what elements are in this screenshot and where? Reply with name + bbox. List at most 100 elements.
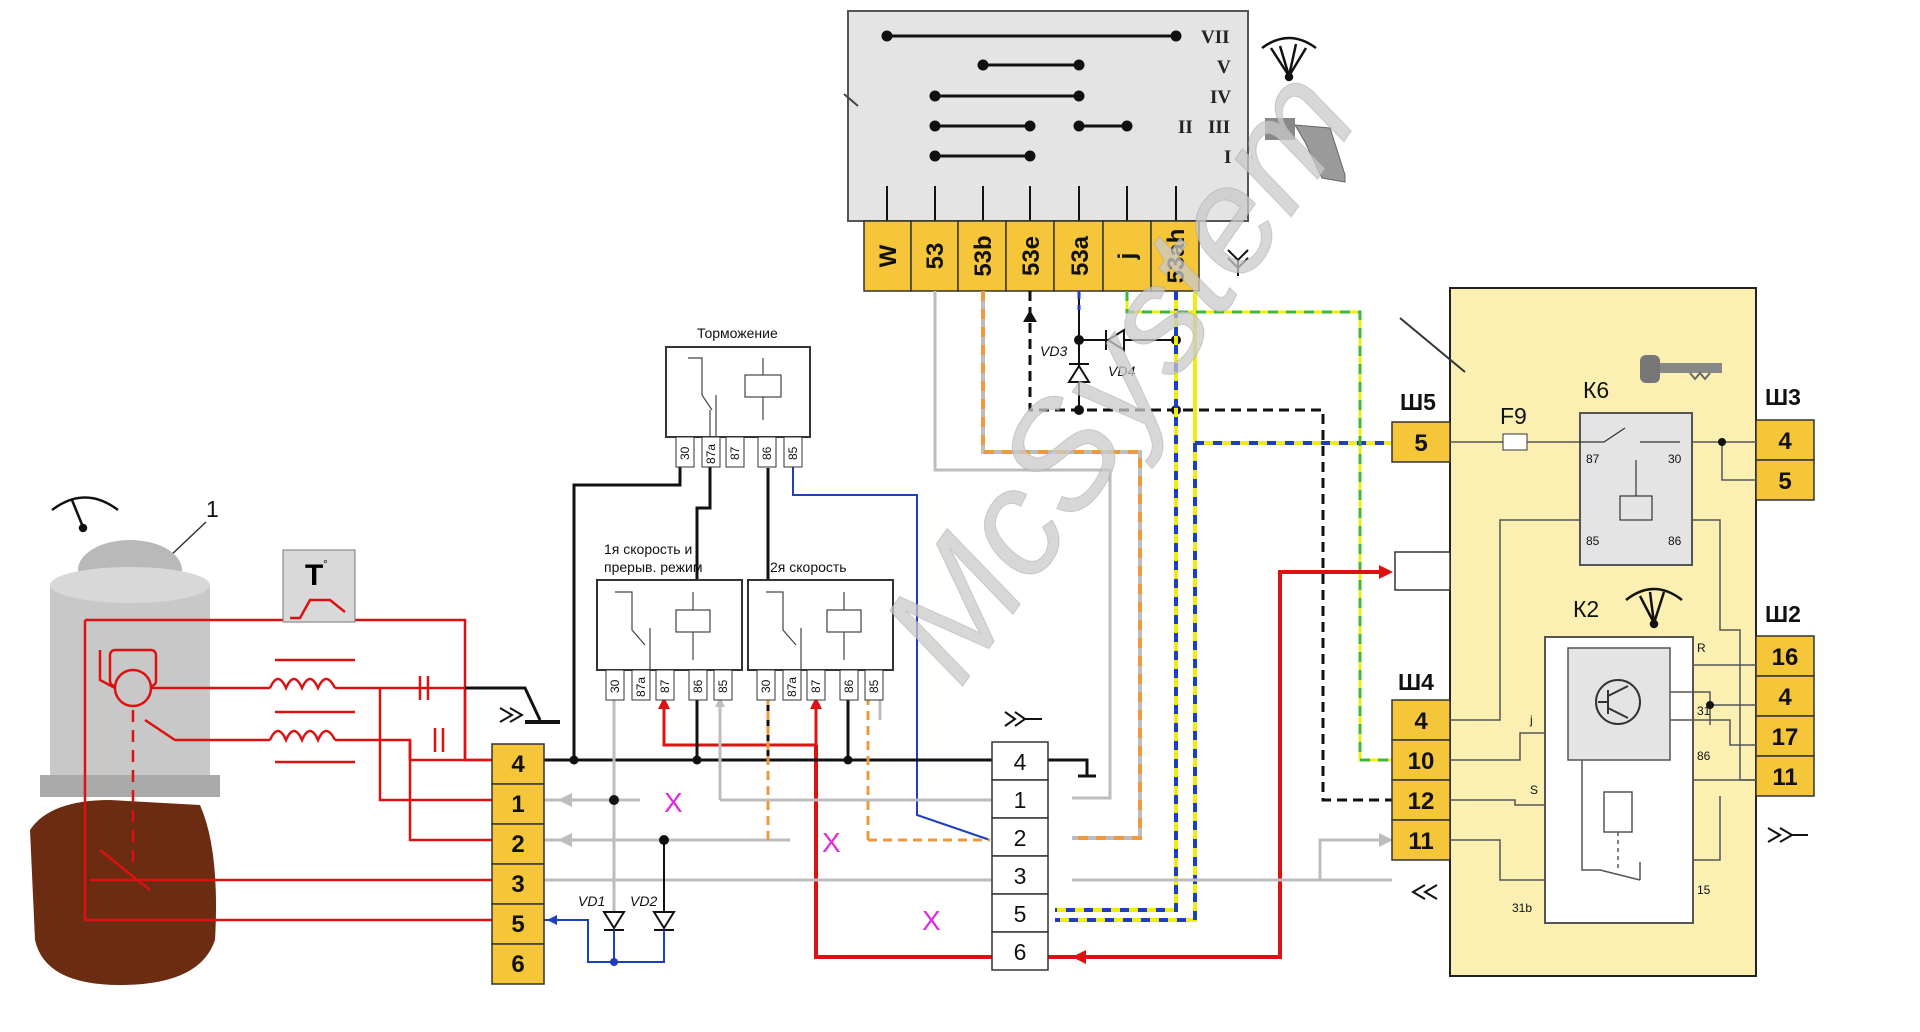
thermal-switch-sup: °: [323, 557, 328, 571]
thermal-switch-label: T: [305, 559, 323, 592]
k6-pin-87: 87: [1586, 452, 1600, 466]
brake-relay-pin-86: 86: [760, 446, 774, 460]
brake-relay-pin-85: 85: [786, 446, 800, 460]
middle-connector-pin-4: 4: [1014, 749, 1027, 775]
relay2-pin-30: 30: [759, 679, 773, 693]
relay1-title-line1: 1я скорость и: [604, 541, 692, 557]
ground-arrow-icon: [1004, 711, 1042, 727]
relay1-pin-85: 85: [716, 679, 730, 693]
switch-pin-53e: 53e: [1018, 236, 1045, 276]
middle-connector-pin-2: 2: [1014, 825, 1027, 851]
fuse-f9: F9: [1500, 403, 1527, 429]
k2-label: К2: [1573, 596, 1599, 622]
diode-vd2: [652, 911, 676, 931]
diode-vd3: [1067, 363, 1091, 383]
relay2-pin-87: 87: [809, 679, 823, 693]
motor-connector: 4 1 2 3 5 6: [491, 743, 545, 985]
cross-mark-1: X: [664, 787, 683, 818]
ground-arrow-icon: [1767, 827, 1808, 843]
relay1-pin-86: 86: [691, 679, 705, 693]
motor-label: 1: [206, 496, 219, 522]
wiper-motor-icon: [51, 496, 119, 533]
sh3-label: Ш3: [1765, 384, 1801, 410]
k6-label: К6: [1583, 377, 1609, 403]
relay2-pin-87a: 87a: [785, 677, 799, 697]
k6-pin-30: 30: [1668, 452, 1682, 466]
switch-pin-53: 53: [922, 243, 949, 270]
brake-relay: Торможение 30 87a 87 86 85: [665, 325, 811, 468]
label-vd2: VD2: [630, 893, 657, 909]
sh2-label: Ш2: [1765, 601, 1801, 627]
relay1-title-line2: прерыв. режим: [604, 559, 702, 575]
relay2-pin-85: 85: [867, 679, 881, 693]
ground-arrow-icon: [1227, 249, 1249, 276]
stalk-lever-icon: [1265, 118, 1346, 183]
motor-connector-pin-2: 2: [511, 831, 524, 858]
middle-connector-pin-3: 3: [1014, 863, 1027, 889]
wiper-motor: 1: [30, 496, 560, 985]
middle-connector-pin-5: 5: [1014, 901, 1027, 927]
switch-pin-53a: 53a: [1067, 235, 1094, 276]
motor-connector-pin-3: 3: [511, 871, 524, 898]
diode-vd1: [602, 911, 626, 931]
switch-position-VII: VII: [1201, 27, 1230, 48]
switch-position-III: III: [1208, 117, 1230, 138]
sh2-pin-4: 4: [1778, 684, 1792, 711]
wires: [544, 291, 1400, 966]
relay1-pin-30: 30: [608, 679, 622, 693]
brake-relay-title: Торможение: [697, 325, 778, 341]
motor-connector-pin-5: 5: [511, 911, 524, 938]
relay1-pin-87: 87: [658, 679, 672, 693]
middle-connector-pin-6: 6: [1014, 939, 1027, 965]
k2-term-R: R: [1697, 641, 1706, 655]
sh3-pin-5: 5: [1778, 468, 1791, 495]
windshield-wiper-icon: [1625, 587, 1683, 629]
windshield-wiper-icon: [1261, 36, 1317, 82]
k2-term-86: 86: [1697, 749, 1711, 763]
k6-pin-86: 86: [1668, 534, 1682, 548]
relay-speed2: 2я скорость 30 87a 87 86 85: [747, 559, 894, 701]
brake-relay-pin-87: 87: [728, 446, 742, 460]
motor-connector-pin-6: 6: [511, 951, 524, 978]
cross-mark-2: X: [822, 827, 841, 858]
switch-position-II: II: [1178, 117, 1193, 138]
wiper-switch: VII V IV III II I W 53 53b 53e 53a j 53a…: [843, 10, 1346, 292]
relay1-pin-87a: 87a: [634, 677, 648, 697]
sh2-pin-11: 11: [1772, 764, 1797, 791]
diode-vd4: [1105, 328, 1125, 352]
motor-connector-pin-4: 4: [511, 751, 525, 778]
middle-connector-pin-1: 1: [1014, 787, 1027, 813]
switch-pin-53b: 53b: [970, 235, 997, 276]
k2-term-15: 15: [1697, 883, 1711, 897]
sh2-pin-17: 17: [1772, 724, 1799, 751]
switch-pin-j: j: [1114, 253, 1141, 261]
k2-term-S: S: [1530, 783, 1538, 797]
sh5-pin-5: 5: [1414, 430, 1427, 457]
label-vd3: VD3: [1040, 343, 1067, 359]
k2-term-31b: 31b: [1512, 901, 1532, 915]
motor-connector-pin-1: 1: [511, 791, 524, 818]
brake-relay-pin-87a: 87a: [704, 444, 718, 464]
mounting-block: Ш5 5 F9 Ш4 4 10 12 11 Ш3 4 5: [1391, 287, 1815, 977]
sh3-pin-4: 4: [1778, 428, 1792, 455]
sh4-pin-11: 11: [1408, 828, 1433, 855]
switch-pin-53ah: 53ah: [1163, 229, 1190, 284]
sh5-label: Ш5: [1400, 389, 1436, 415]
relay2-pin-86: 86: [842, 679, 856, 693]
relay-speed1: 1я скорость и прерыв. режим 30 87a 87 86…: [596, 541, 743, 701]
label-vd1: VD1: [578, 893, 605, 909]
switch-pin-W: W: [875, 244, 902, 267]
sh4-pin-4: 4: [1414, 708, 1428, 735]
switch-position-IV: IV: [1210, 87, 1231, 108]
k6-pin-85: 85: [1586, 534, 1600, 548]
brake-relay-pin-30: 30: [678, 446, 692, 460]
switch-position-I: I: [1224, 147, 1231, 168]
sh4-pin-12: 12: [1408, 788, 1435, 815]
switch-position-V: V: [1217, 57, 1231, 78]
label-vd4: VD4: [1108, 363, 1135, 379]
k2-term-j: j: [1529, 713, 1533, 727]
ground-arrow-icon: [1411, 884, 1438, 900]
ignition-key-icon: [1640, 355, 1722, 383]
sh2-pin-16: 16: [1772, 644, 1799, 671]
